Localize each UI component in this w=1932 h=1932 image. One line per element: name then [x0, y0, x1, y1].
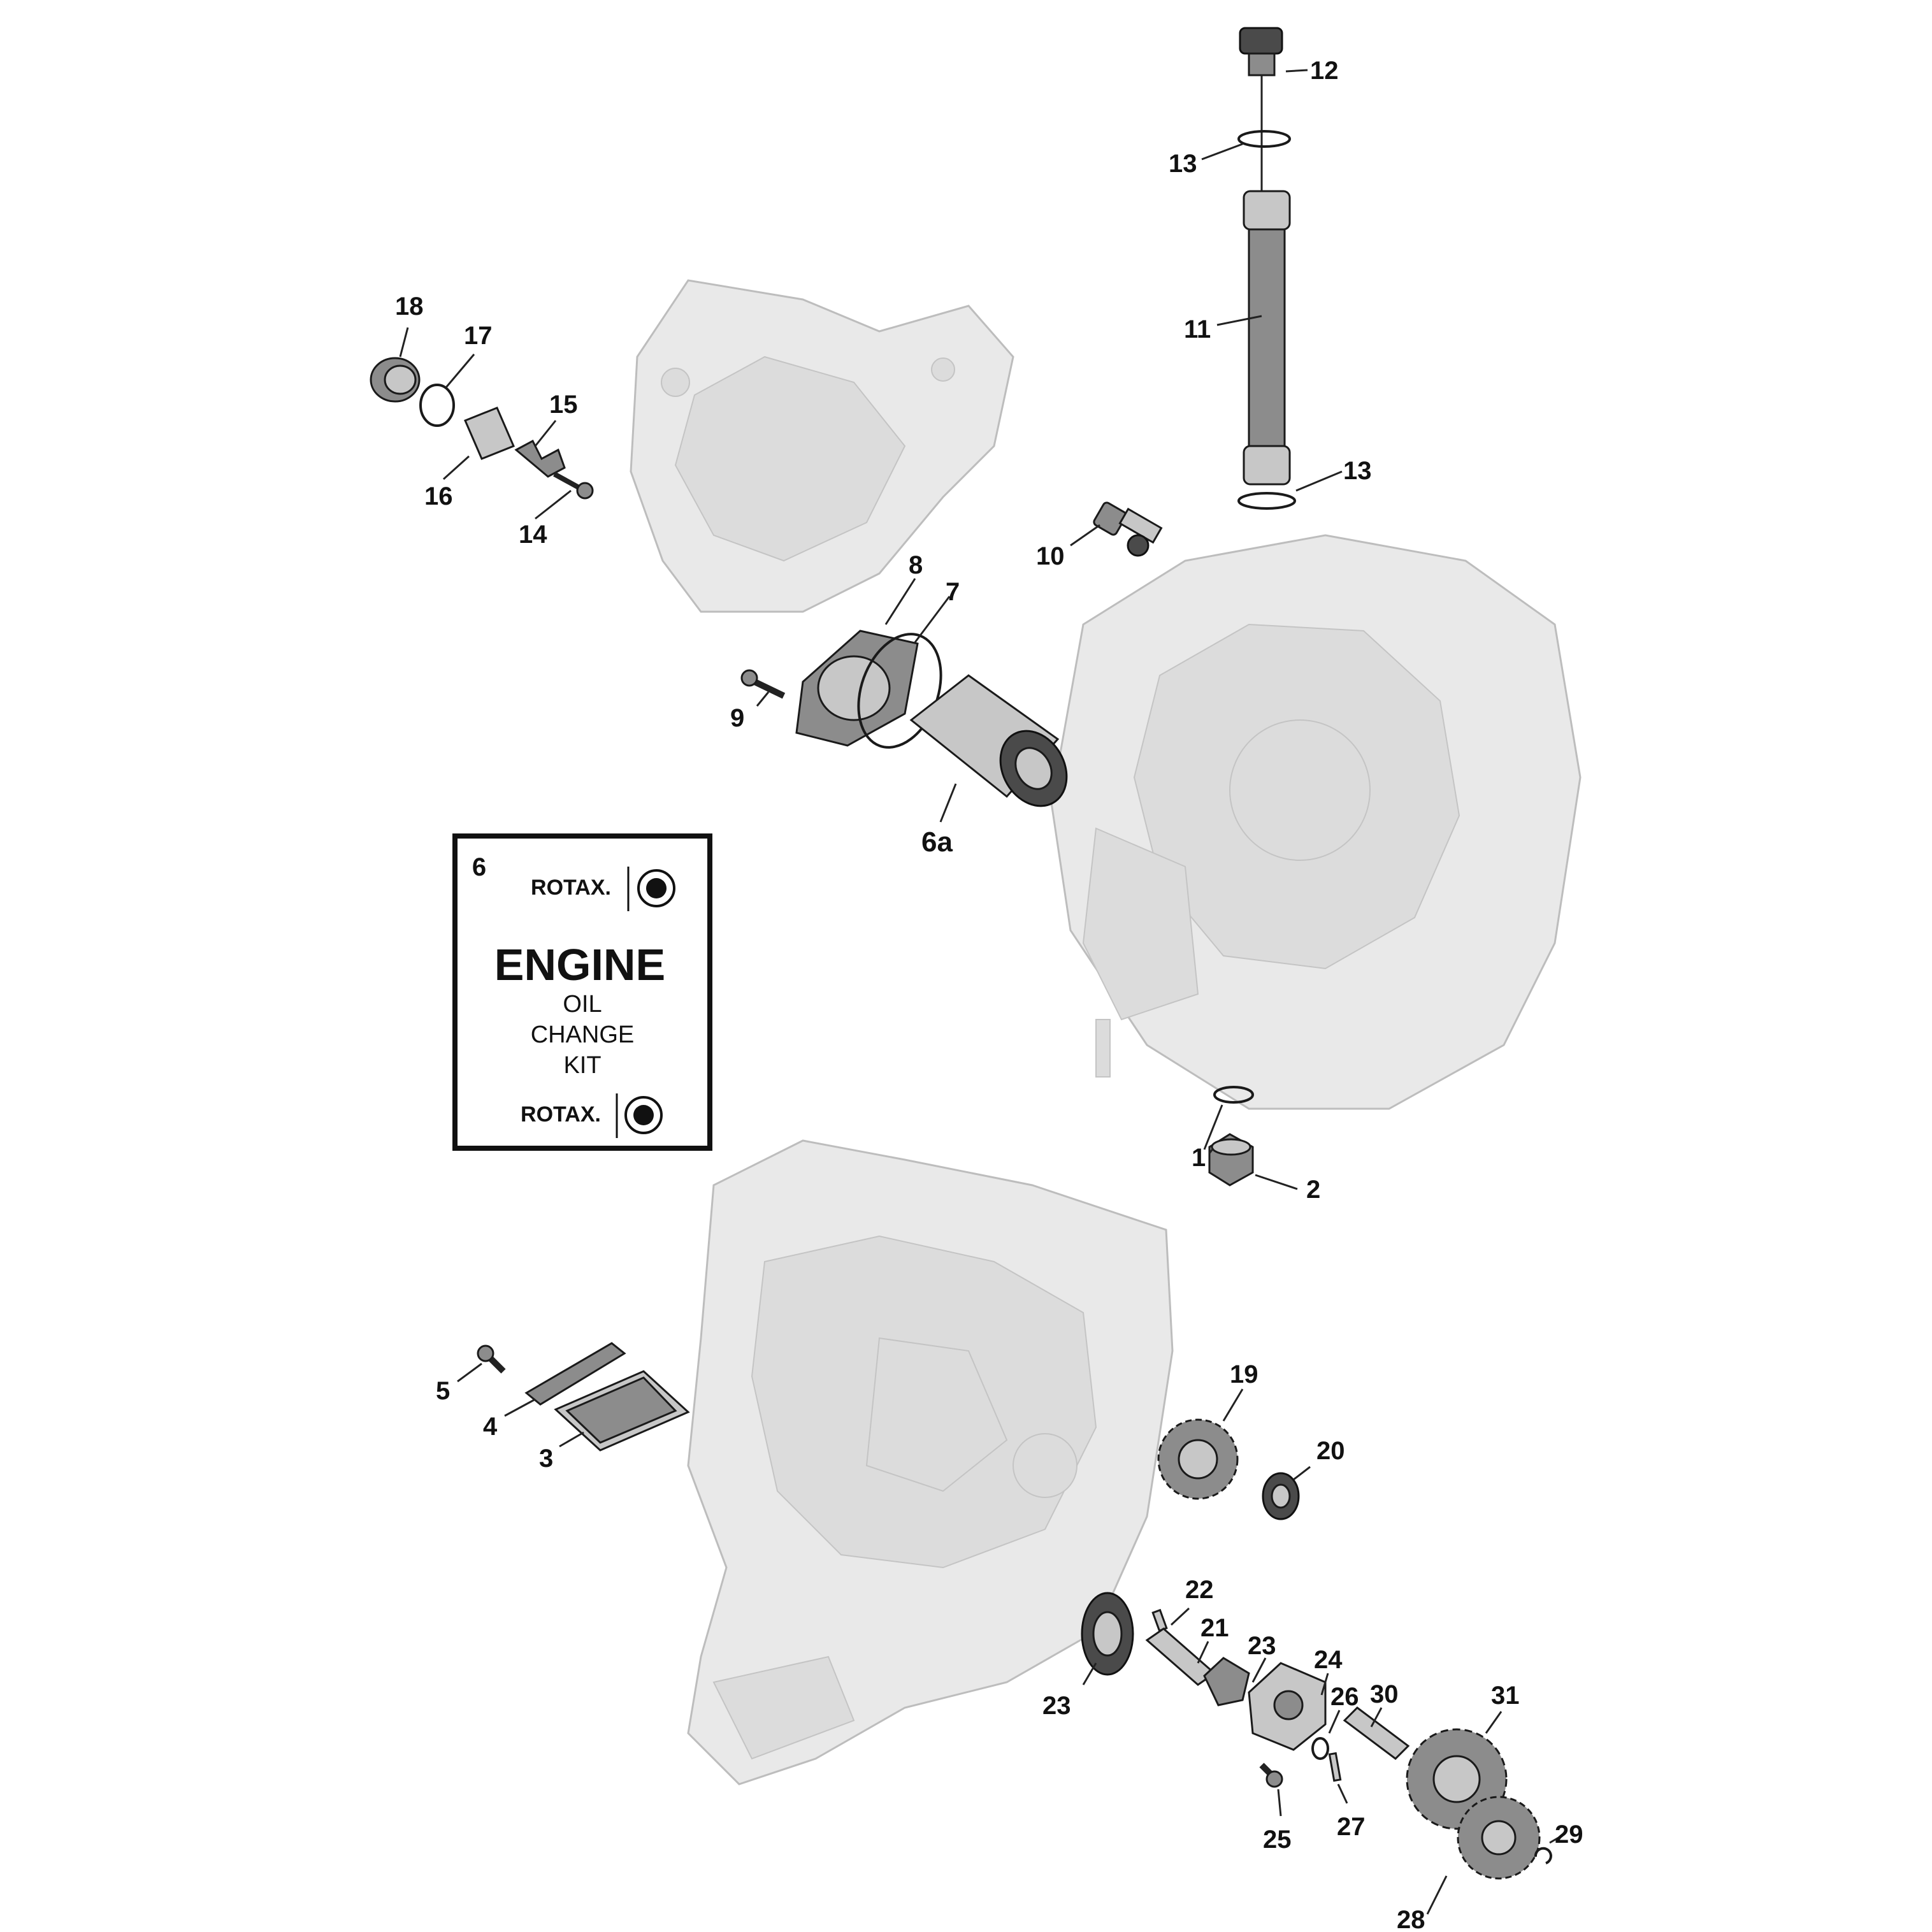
pin-part-22 — [1151, 1608, 1168, 1633]
shaft-part-30 — [1343, 1706, 1410, 1760]
rotax-logo-top: ROTAX. — [531, 867, 675, 911]
pump-cover-part-24 — [1248, 1662, 1327, 1751]
callout-4: 4 — [483, 1413, 498, 1441]
gear-part-19 — [1157, 1418, 1239, 1500]
gasket-part-1 — [1213, 1086, 1254, 1104]
callout-10: 10 — [1036, 542, 1065, 570]
callout-leaders — [399, 69, 1566, 1915]
dipstick-cap-part-12 — [1239, 27, 1283, 191]
callout-1: 1 — [1192, 1144, 1206, 1172]
spring-part-15 — [514, 439, 566, 478]
callout-15: 15 — [549, 391, 578, 419]
callout-labels: 12 13 11 13 18 17 15 16 14 10 8 7 9 6a 1… — [395, 57, 1583, 1932]
callout-21: 21 — [1200, 1614, 1229, 1642]
callout-25: 25 — [1263, 1826, 1292, 1854]
o-ring-part-26 — [1311, 1737, 1329, 1760]
oil-pressure-switch-part-10 — [1093, 501, 1163, 557]
o-ring-part-13-lower — [1237, 492, 1296, 510]
gear-part-28 — [1457, 1796, 1541, 1880]
callout-18: 18 — [395, 292, 424, 321]
rotor-part-23-inner — [1203, 1657, 1250, 1706]
strainer-bracket-part-4 — [524, 1342, 626, 1406]
drain-plug-part-2 — [1208, 1133, 1254, 1186]
rotax-logo-bottom: ROTAX. — [521, 1093, 663, 1138]
callout-17: 17 — [464, 322, 493, 350]
pump-housing-part-23-outer — [1081, 1592, 1134, 1676]
callout-13-upper: 13 — [1169, 150, 1197, 178]
pin-part-27 — [1328, 1752, 1342, 1782]
callout-31: 31 — [1491, 1682, 1520, 1710]
kit-line-change: CHANGE — [531, 1021, 635, 1048]
o-ring-part-17 — [419, 384, 455, 427]
dipstick-assembly — [1237, 27, 1296, 510]
screw-part-25 — [1259, 1763, 1283, 1788]
screw-part-14 — [553, 472, 594, 500]
piston-part-16 — [464, 407, 515, 460]
dipstick-tube-part-11 — [1243, 190, 1291, 486]
kit-title: ENGINE — [494, 940, 665, 990]
screw-part-5 — [477, 1344, 506, 1374]
callout-24: 24 — [1314, 1646, 1343, 1674]
callout-8: 8 — [909, 551, 923, 579]
gear-part-31 — [1406, 1728, 1508, 1830]
kit-line-oil: OIL — [563, 991, 602, 1018]
callout-7: 7 — [946, 578, 960, 606]
plug-part-18 — [370, 357, 421, 403]
o-ring-part-13-upper — [1237, 130, 1291, 148]
callout-30: 30 — [1370, 1680, 1399, 1708]
callout-19: 19 — [1230, 1360, 1258, 1388]
callout-3: 3 — [539, 1445, 553, 1473]
callout-12: 12 — [1310, 57, 1339, 85]
callout-13-lower: 13 — [1343, 457, 1372, 485]
callout-29: 29 — [1555, 1820, 1583, 1849]
callout-27: 27 — [1337, 1813, 1366, 1841]
callout-23-right: 23 — [1248, 1632, 1276, 1660]
callout-26: 26 — [1330, 1683, 1359, 1711]
kit-line-kit: KIT — [563, 1052, 601, 1079]
kit-number: 6 — [472, 853, 486, 881]
callout-22: 22 — [1185, 1576, 1214, 1604]
oil-strainer-part-3 — [554, 1370, 690, 1452]
rotax-wordmark-bottom: ROTAX. — [521, 1102, 601, 1127]
crankcase-right — [1050, 534, 1582, 1110]
callout-2: 2 — [1306, 1176, 1320, 1204]
callout-16: 16 — [424, 482, 453, 510]
callout-5: 5 — [436, 1377, 450, 1405]
oil-filter-part-6a — [909, 674, 1068, 807]
callout-6a: 6a — [921, 826, 953, 858]
circlip-part-29 — [1534, 1847, 1552, 1864]
crankcase-cover-top — [630, 279, 1014, 613]
callout-14: 14 — [519, 521, 547, 549]
callout-11: 11 — [1184, 315, 1211, 343]
callout-9: 9 — [730, 704, 744, 732]
filter-cover-part-8 — [795, 630, 919, 747]
callout-28: 28 — [1397, 1906, 1425, 1932]
crankcase-left — [687, 1139, 1174, 1785]
rotax-wordmark-top: ROTAX. — [531, 876, 611, 900]
screw-part-9 — [740, 669, 786, 699]
callout-23-left: 23 — [1042, 1692, 1071, 1720]
oil-change-kit-box: 6 ROTAX. ENGINE OIL CHANGE KIT ROTAX. — [452, 833, 712, 1151]
seal-part-20 — [1262, 1472, 1300, 1520]
callout-20: 20 — [1316, 1437, 1345, 1465]
